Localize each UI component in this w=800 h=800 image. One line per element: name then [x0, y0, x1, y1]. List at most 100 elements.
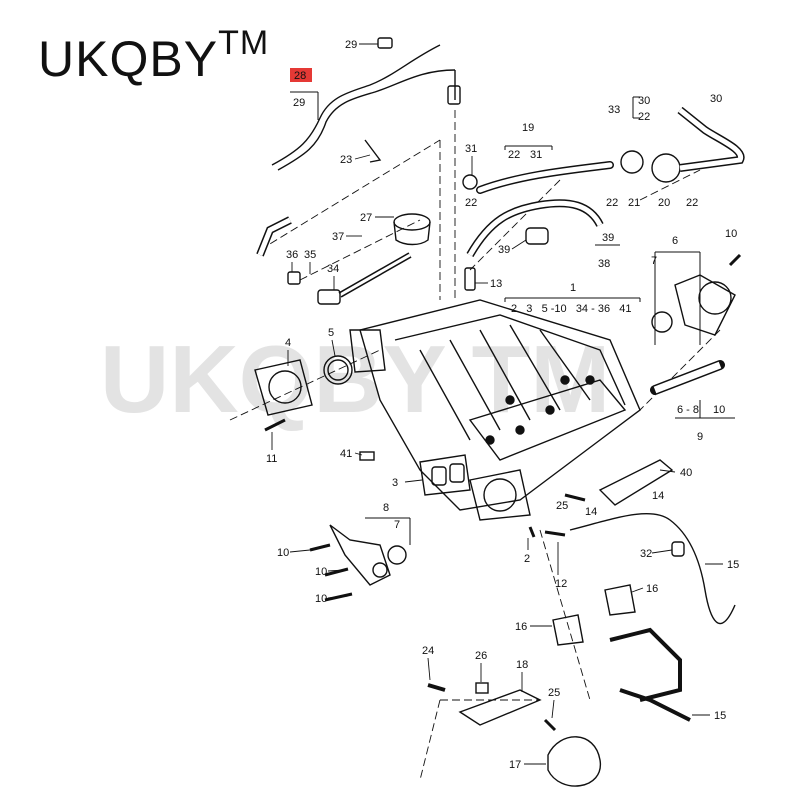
callout-23: 23 — [340, 154, 352, 166]
callout-11: 11 — [266, 453, 277, 465]
callout-10a: 10 — [725, 228, 737, 240]
callout-7b: 7 — [394, 519, 400, 531]
clip-23 — [364, 139, 382, 163]
connector-32 — [671, 541, 685, 557]
callout-1: 1 — [570, 282, 576, 294]
gasket-3 — [419, 454, 471, 496]
vacuum-hose-upper — [271, 44, 441, 166]
grommet-13 — [464, 267, 476, 291]
callout-22e: 22 — [465, 197, 477, 209]
callout-34: 34 — [327, 263, 339, 275]
callout-12: 12 — [555, 578, 567, 590]
callout-14a: 14 — [652, 490, 664, 502]
callout-5: 5 — [328, 327, 334, 339]
clip-41 — [359, 451, 375, 461]
callout-16b: 16 — [515, 621, 527, 633]
callout-37: 37 — [332, 231, 344, 243]
callout-22d: 22 — [686, 197, 698, 209]
callout-17: 17 — [509, 759, 521, 771]
callout-15b: 15 — [714, 710, 726, 722]
clamp-31 — [462, 174, 478, 190]
callout-9: 9 — [697, 431, 703, 443]
callout-40: 40 — [680, 467, 692, 479]
seal-36 — [287, 271, 301, 285]
callout-31: 31 — [465, 143, 477, 155]
bolt-11 — [264, 418, 286, 432]
callout-10c: 10 — [277, 547, 289, 559]
callout-22c: 22 — [606, 197, 618, 209]
callout-20: 20 — [658, 197, 670, 209]
connector-35 — [317, 289, 341, 305]
callout-19: 19 — [522, 122, 534, 134]
callout-7a: 7 — [651, 255, 657, 267]
brand-name: UKQBY — [38, 31, 219, 87]
parts-drawing — [229, 37, 745, 787]
callout-14b: 14 — [585, 506, 597, 518]
callout-25b: 25 — [548, 687, 560, 699]
valve-16b — [552, 614, 584, 646]
callout-6: 6 — [672, 235, 678, 247]
bracket-39 — [525, 227, 549, 245]
callout-15a: 15 — [727, 559, 739, 571]
callout-3: 3 — [392, 477, 398, 489]
clamp-21 — [620, 150, 644, 174]
gasket-5 — [323, 355, 353, 385]
callout-30b: 30 — [710, 93, 722, 105]
callout-24: 24 — [422, 645, 434, 657]
callout-1-list: 2 3 5 -10 34 - 36 41 — [511, 303, 631, 315]
manifold-ridge — [394, 314, 626, 406]
bolts-misc — [528, 493, 586, 538]
callout-10e: 10 — [315, 593, 327, 605]
hose-connector — [447, 85, 461, 105]
callout-labels: 29 28 29 23 31 19 22 31 33 30 22 30 22 2… — [266, 39, 739, 771]
inlet-port — [483, 478, 517, 512]
callout-29b: 29 — [293, 97, 305, 109]
callout-35: 35 — [304, 249, 316, 261]
callout-38: 38 — [598, 258, 610, 270]
vacuum-reservoir-17 — [547, 736, 601, 787]
intake-manifold — [359, 299, 641, 511]
valve-16a — [604, 584, 636, 616]
callout-29a: 29 — [345, 39, 357, 51]
callout-22b: 22 — [638, 111, 650, 123]
callout-33: 33 — [608, 104, 620, 116]
vacuum-hose-lower — [277, 69, 456, 171]
vacuum-line-15 — [569, 513, 736, 625]
callout-31b: 31 — [530, 149, 542, 161]
watermark-text: UKQBY TM — [100, 326, 610, 433]
callout-41: 41 — [340, 448, 352, 460]
brand-title: UKQBYTM — [38, 24, 269, 88]
bracket-18 — [458, 689, 542, 726]
callout-39b: 39 — [602, 232, 614, 244]
callout-36: 36 — [286, 249, 298, 261]
bracket-40 — [598, 459, 674, 506]
vacuum-line-15b — [609, 627, 682, 702]
callout-13: 13 — [490, 278, 502, 290]
valve-20 — [651, 153, 681, 183]
callout-16a: 16 — [646, 583, 658, 595]
callout-8: 8 — [383, 502, 389, 514]
callout-2: 2 — [524, 553, 530, 565]
callout-10d: 10 — [315, 566, 327, 578]
o-ring-7b — [387, 545, 407, 565]
dashed-guides — [229, 110, 721, 781]
highlight-box-28 — [290, 68, 312, 82]
group-brackets — [290, 91, 735, 545]
clamp-29 — [377, 37, 393, 49]
filter-housing-6 — [674, 274, 736, 336]
flange — [349, 329, 386, 373]
bolt-10-top — [728, 253, 742, 267]
o-ring-7 — [651, 311, 673, 333]
bolt-25 — [543, 718, 557, 732]
brand-trademark: TM — [218, 24, 270, 62]
callout-39a: 39 — [498, 244, 510, 256]
callout-26: 26 — [475, 650, 487, 662]
callout-25a: 25 — [556, 500, 568, 512]
manifold-runners — [419, 324, 591, 441]
callout-18: 18 — [516, 659, 528, 671]
callout-10b: 10 — [713, 404, 725, 416]
callout-28: 28 — [294, 70, 306, 82]
callout-21: 21 — [628, 197, 640, 209]
flange-8 — [372, 562, 388, 578]
